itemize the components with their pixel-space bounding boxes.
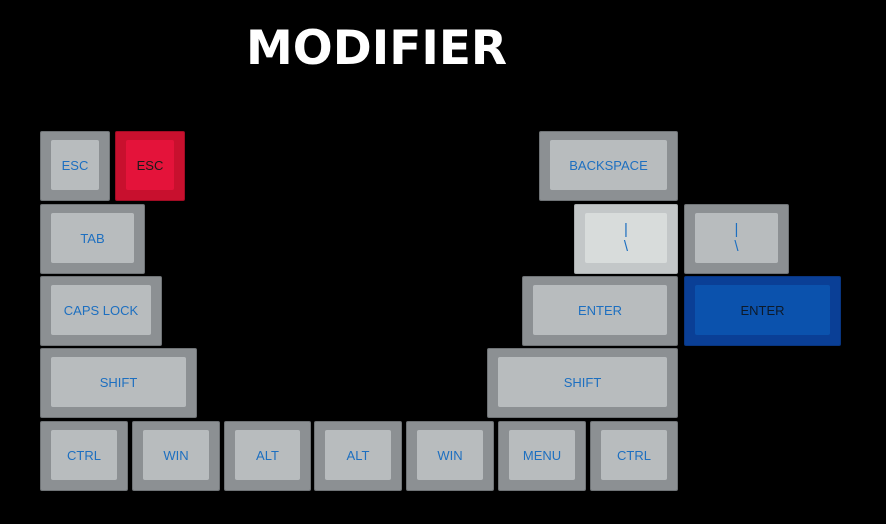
esc-key-red-label: ESC [126, 140, 174, 190]
backslash-key[interactable]: | \ [684, 204, 789, 274]
menu-key[interactable]: MENU [498, 421, 586, 491]
left-win-key-label: WIN [143, 430, 209, 480]
caps-lock-key-label: CAPS LOCK [51, 285, 151, 335]
right-alt-key[interactable]: ALT [314, 421, 402, 491]
pipe-legend: | [624, 221, 628, 238]
right-win-key-label: WIN [417, 430, 483, 480]
right-ctrl-key-label: CTRL [601, 430, 667, 480]
left-alt-key-label: ALT [235, 430, 300, 480]
left-shift-key-label: SHIFT [51, 357, 186, 407]
enter-key[interactable]: ENTER [522, 276, 678, 346]
left-ctrl-key[interactable]: CTRL [40, 421, 128, 491]
left-ctrl-key-label: CTRL [51, 430, 117, 480]
left-win-key[interactable]: WIN [132, 421, 220, 491]
backslash-key-white[interactable]: | \ [574, 204, 678, 274]
right-ctrl-key[interactable]: CTRL [590, 421, 678, 491]
enter-key-label: ENTER [533, 285, 667, 335]
left-shift-key[interactable]: SHIFT [40, 348, 197, 418]
right-alt-key-label: ALT [325, 430, 391, 480]
right-win-key[interactable]: WIN [406, 421, 494, 491]
esc-key[interactable]: ESC [40, 131, 110, 201]
right-shift-key-label: SHIFT [498, 357, 667, 407]
enter-key-blue-label: ENTER [695, 285, 830, 335]
backslash-legend-2: \ [734, 238, 739, 255]
caps-lock-key[interactable]: CAPS LOCK [40, 276, 162, 346]
tab-key[interactable]: TAB [40, 204, 145, 274]
esc-key-red[interactable]: ESC [115, 131, 185, 201]
esc-key-label: ESC [51, 140, 99, 190]
right-shift-key[interactable]: SHIFT [487, 348, 678, 418]
menu-key-label: MENU [509, 430, 575, 480]
backslash-key-white-cap: | \ [585, 213, 667, 263]
tab-key-label: TAB [51, 213, 134, 263]
backspace-key[interactable]: BACKSPACE [539, 131, 678, 201]
backspace-key-label: BACKSPACE [550, 140, 667, 190]
left-alt-key[interactable]: ALT [224, 421, 311, 491]
backslash-legend: \ [623, 238, 629, 255]
page-title: MODIFIER [246, 21, 508, 76]
pipe-legend-2: | [734, 221, 739, 238]
backslash-key-cap: | \ [695, 213, 778, 263]
enter-key-blue[interactable]: ENTER [684, 276, 841, 346]
